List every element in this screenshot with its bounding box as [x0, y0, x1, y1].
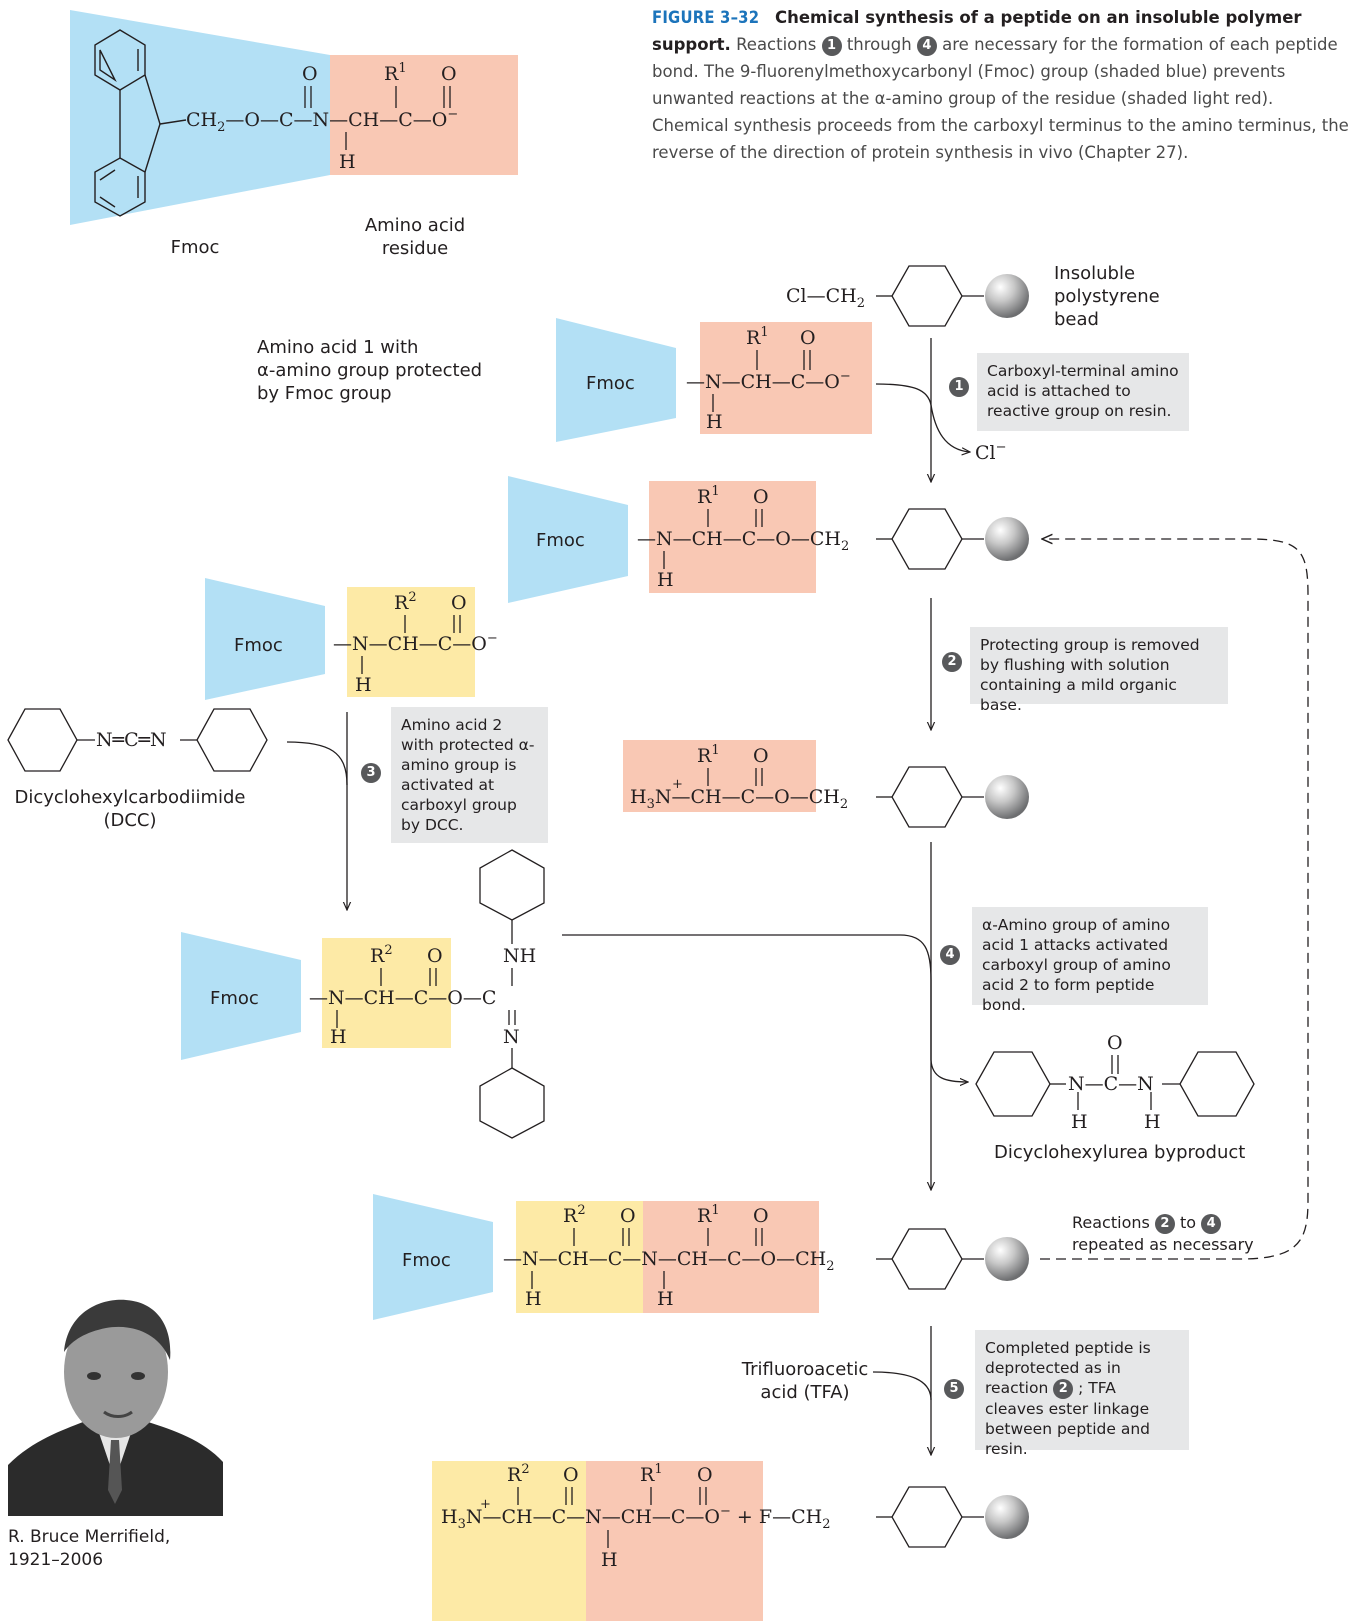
caption-text: are necessary for the formation of each … — [652, 35, 1349, 162]
svg-text:—N—CH—C—N—CH—C—O—CH2: —N—CH—C—N—CH—C—O—CH2 — [503, 1248, 835, 1274]
step-badge-4: 4 — [940, 945, 960, 965]
repeat-text: to — [1180, 1213, 1197, 1232]
step-badge: 2 — [1154, 1213, 1175, 1234]
svg-text:O: O — [302, 63, 318, 85]
deprotected-resin-amino-acid: H3N—CH—C—O—CH2 + R1 O — [623, 740, 1029, 828]
reaction-arrows — [286, 338, 1309, 1455]
insoluble-bead-label: Insoluble polystyrene bead — [1054, 263, 1160, 330]
step-2-note: Protecting group is removed by flushing … — [970, 627, 1228, 714]
photo-credit: R. Bruce Merrifield, 1921–2006 — [8, 1527, 171, 1570]
fmoc-amino-acid-2: —N—CH—C—O− R2 O H — [205, 578, 498, 700]
repeat-text: repeated as necessary — [1072, 1234, 1254, 1254]
step-1-note: Carboxyl-terminal amino acid is attached… — [977, 353, 1189, 431]
note-text: ; TFA cleaves ester linkage between pept… — [985, 1379, 1151, 1458]
merrifield-photo — [8, 1290, 223, 1516]
svg-text:H: H — [330, 1026, 347, 1048]
svg-text:O: O — [451, 592, 467, 614]
free-dipeptide-and-resin: H3N—CH—C—N—CH—C—O− + F—CH2 + R2 O R1 O H — [432, 1461, 1029, 1621]
amino-acid-1-label: Amino acid 1 with α-amino group protecte… — [257, 337, 483, 404]
step-badge-5: 5 — [944, 1379, 964, 1399]
svg-text:Cl—CH2: Cl—CH2 — [786, 285, 865, 311]
caption-text: Reactions — [730, 35, 822, 54]
svg-text:—N—CH—C—O−: —N—CH—C—O− — [333, 631, 498, 655]
figure-number: FIGURE 3–32 — [652, 8, 760, 27]
dicyclohexylurea-structure: N—C—N O H H — [975, 1032, 1255, 1133]
svg-text:+: + — [480, 1497, 491, 1512]
svg-text:CH2—O—C—N—CH—C—O−: CH2—O—C—N—CH—C—O− — [186, 107, 458, 135]
fmoc-amino-acid-structure: CH2—O—C—N—CH—C—O− O R1 O H — [70, 10, 518, 225]
svg-text:H: H — [706, 411, 723, 433]
svg-text:O: O — [441, 63, 457, 85]
svg-text:—N—CH—C—O−: —N—CH—C—O− — [686, 369, 851, 393]
svg-text:N—C—N: N—C—N — [1068, 1073, 1154, 1095]
dcc-label: Dicyclohexylcarbodiimide (DCC) — [14, 787, 246, 831]
svg-text:H: H — [1144, 1111, 1161, 1133]
step-badge: 4 — [916, 35, 937, 56]
step-badge: 4 — [1201, 1213, 1222, 1234]
svg-text:+: + — [672, 777, 683, 792]
polystyrene-bead-icon — [985, 274, 1029, 318]
activated-amino-acid-2: —N—CH—C—O—C R2 O H NH N — [181, 849, 545, 1139]
svg-text:—N—CH—C—O—CH2: —N—CH—C—O—CH2 — [637, 528, 849, 554]
svg-text:Cl−: Cl− — [975, 440, 1007, 464]
resin-bound-amino-acid-1: —N—CH—C—O—CH2 R1 O H — [508, 476, 1029, 603]
step-5-note: Completed peptide is deprotected as in r… — [975, 1330, 1189, 1458]
svg-text:O: O — [1107, 1032, 1123, 1054]
svg-text:—N—CH—C—O—C: —N—CH—C—O—C — [309, 987, 496, 1009]
step-3-note: Amino acid 2 with protected α-amino grou… — [391, 707, 548, 843]
note-text: Completed peptide is deprotected as in r… — [985, 1339, 1151, 1397]
svg-text:H3N—CH—C—O—CH2: H3N—CH—C—O—CH2 — [630, 786, 848, 812]
svg-text:H: H — [657, 569, 674, 591]
caption-text: through — [841, 35, 917, 54]
amino-acid-residue-label: Amino acid residue — [364, 215, 466, 259]
figure-title: Chemical synthesis of a peptide on an in… — [652, 8, 1302, 54]
step-4-note: α-Amino group of amino acid 1 attacks ac… — [972, 907, 1208, 1014]
step-badge-3: 3 — [361, 763, 381, 783]
repeat-label: Reactions 2 to 4 repeated as necessary — [1072, 1212, 1254, 1255]
fmoc-label: Fmoc — [402, 1250, 451, 1271]
figure-caption: FIGURE 3–32 Chemical synthesis of a pept… — [652, 4, 1352, 166]
fmoc-label: Fmoc — [536, 530, 585, 551]
svg-text:N═C═N: N═C═N — [96, 729, 167, 751]
svg-text:H: H — [355, 674, 372, 696]
fmoc-amino-acid-1: —N—CH—C—O− R1 O H — [556, 318, 872, 442]
svg-text:H: H — [339, 151, 356, 173]
fmoc-label: Fmoc — [170, 237, 220, 258]
svg-text:O: O — [563, 1464, 579, 1486]
svg-text:H: H — [657, 1288, 674, 1310]
svg-text:O: O — [753, 745, 769, 767]
svg-text:O: O — [427, 945, 443, 967]
svg-text:O: O — [753, 486, 769, 508]
svg-text:N: N — [503, 1026, 520, 1048]
step-badge: 2 — [1053, 1378, 1074, 1399]
svg-text:O: O — [800, 327, 816, 349]
dicyclohexylurea-label: Dicyclohexylurea byproduct — [994, 1142, 1246, 1163]
tfa-label: Trifluoroacetic acid (TFA) — [741, 1359, 869, 1403]
svg-text:O: O — [753, 1205, 769, 1227]
svg-text:H: H — [601, 1549, 618, 1571]
step-badge-1: 1 — [949, 377, 969, 397]
svg-text:H: H — [1071, 1111, 1088, 1133]
fmoc-label: Fmoc — [586, 373, 635, 394]
fmoc-label: Fmoc — [210, 988, 259, 1009]
svg-text:H3N—CH—C—N—CH—C—O− + F—CH2: H3N—CH—C—N—CH—C—O− + F—CH2 — [441, 1504, 830, 1532]
svg-text:H: H — [525, 1288, 542, 1310]
dcc-structure — [7, 708, 268, 772]
repeat-text: Reactions — [1072, 1213, 1150, 1232]
step-badge: 1 — [821, 35, 842, 56]
step-badge-2: 2 — [942, 652, 962, 672]
svg-text:NH: NH — [503, 945, 536, 967]
svg-text:O: O — [697, 1464, 713, 1486]
fmoc-label: Fmoc — [234, 635, 283, 656]
svg-text:O: O — [620, 1205, 636, 1227]
resin-bound-dipeptide: —N—CH—C—N—CH—C—O—CH2 R2 O R1 O H H — [373, 1194, 1029, 1320]
chloromethyl-resin: Cl—CH2 — [786, 265, 1029, 327]
